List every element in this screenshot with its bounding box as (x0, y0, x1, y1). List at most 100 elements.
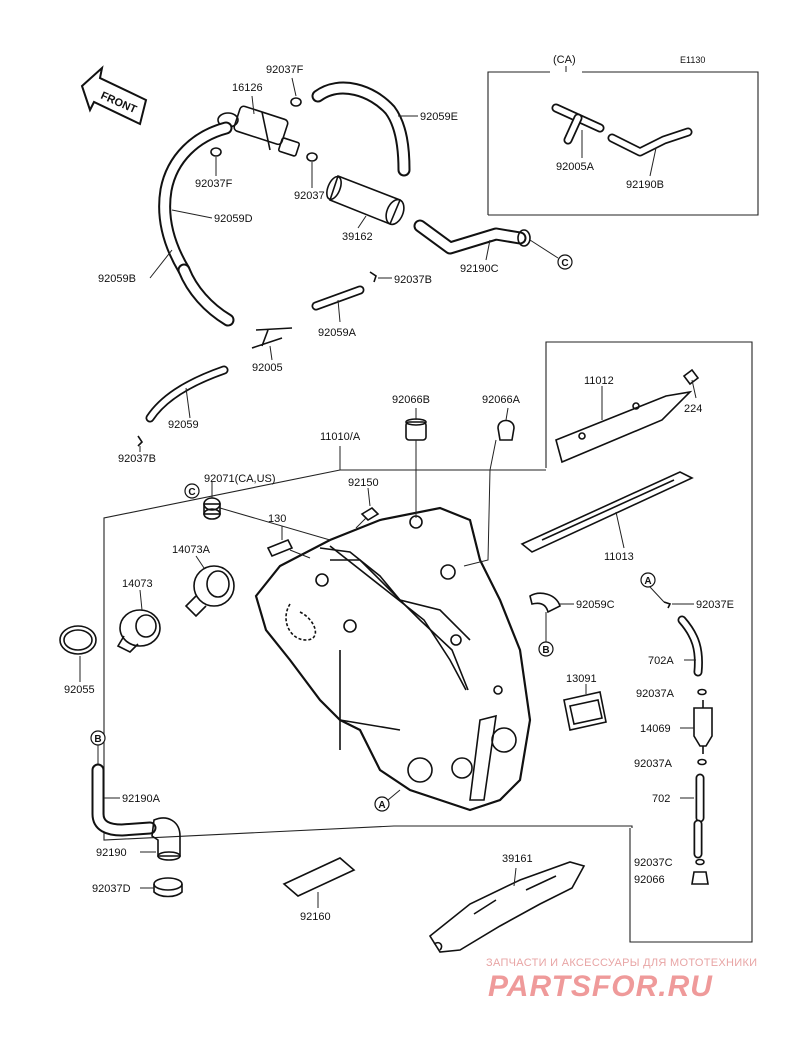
ca-box-title: (CA) (553, 54, 576, 66)
label-224: 224 (684, 403, 702, 415)
elbow-92190 (151, 817, 181, 861)
callout-a-right (640, 572, 656, 588)
label-92005a: 92005A (556, 161, 595, 173)
label-92190c: 92190C (460, 263, 499, 275)
label-92037f-left: 92037F (195, 178, 233, 190)
right-box-frame (545, 341, 753, 943)
label-92066a: 92066A (482, 394, 521, 406)
label-11010a: 11010/A (320, 431, 361, 443)
label-13091: 13091 (566, 673, 597, 685)
label-92071: 92071(CA,US) (204, 473, 276, 485)
guard-39161 (428, 861, 586, 953)
bolt-92150 (360, 506, 380, 522)
gasket-11013 (520, 471, 694, 553)
hose-92059e (311, 81, 411, 177)
hose-702 (693, 773, 705, 859)
clamp-92037d (153, 877, 183, 898)
valve-16126 (217, 105, 301, 157)
svg-text:B: B (542, 645, 549, 656)
t-joint-92005a (551, 103, 605, 145)
crankcase-11010a (254, 506, 532, 812)
label-130: 130 (268, 513, 286, 525)
label-92066: 92066 (634, 874, 665, 886)
hose-92190a (91, 763, 157, 837)
cap-92066a (497, 419, 515, 441)
clip-92037 (306, 152, 318, 162)
label-92190a: 92190A (122, 793, 161, 805)
label-92190b: 92190B (626, 179, 664, 191)
label-92059d: 92059D (214, 213, 253, 225)
hose-92059b (177, 263, 235, 327)
hose-92059 (145, 365, 229, 423)
label-702: 702 (652, 793, 670, 805)
label-92059: 92059 (168, 419, 199, 431)
diagram-code: E1130 (680, 55, 705, 65)
label-11013: 11013 (604, 551, 634, 563)
clip-92037b-left (137, 435, 144, 447)
label-92037b-mid: 92037B (394, 274, 432, 286)
clip-92037e (663, 601, 672, 609)
label-92037c: 92037C (634, 857, 673, 869)
clip-92037c (695, 858, 705, 866)
watermark-brand: PARTSFOR.RU (488, 970, 713, 1003)
label-92037a-1: 92037A (636, 688, 675, 700)
label-92059e: 92059E (420, 111, 458, 123)
label-92150: 92150 (348, 477, 379, 489)
adapter-14073 (116, 609, 161, 653)
label-14069: 14069 (640, 723, 671, 735)
plug-92066 (691, 871, 709, 885)
label-14073a: 14073A (172, 544, 211, 556)
hose-92059d (158, 121, 233, 277)
main-frame (103, 469, 633, 841)
hose-92190b (607, 127, 693, 157)
label-92037e: 92037E (696, 599, 734, 611)
hose-702a (677, 615, 703, 677)
svg-text:A: A (378, 800, 385, 811)
label-92037a-2: 92037A (634, 758, 673, 770)
label-92066b: 92066B (392, 394, 430, 406)
adapter-14073a (184, 565, 235, 618)
oring-92055 (59, 625, 97, 655)
callout-a-main (374, 796, 390, 812)
label-92055: 92055 (64, 684, 95, 696)
clip-92037a-1 (697, 688, 707, 696)
pad-92160 (282, 857, 356, 897)
clip-92037a-2 (697, 758, 707, 766)
label-92005: 92005 (252, 362, 283, 374)
label-14073: 14073 (122, 578, 153, 590)
svg-text:C: C (561, 258, 568, 269)
clip-92037b-mid (369, 271, 377, 283)
label-92037: 92037 (294, 190, 325, 202)
ca-variant-box: (CA) 92005A 92190B (487, 54, 759, 216)
stud-130 (266, 538, 294, 558)
bolt-224 (682, 368, 700, 386)
label-39161: 39161 (502, 853, 533, 865)
label-92160: 92160 (300, 911, 331, 923)
fitting-92071 (203, 497, 221, 520)
label-92037f-top: 92037F (266, 64, 304, 76)
label-92037b-left: 92037B (118, 453, 156, 465)
hose-92190c (413, 219, 531, 255)
hose-92059a (311, 285, 365, 311)
watermark-caption: ЗАПЧАСТИ И АКСЕССУАРЫ ДЛЯ МОТОТЕХНИКИ (486, 957, 757, 969)
label-92037d: 92037D (92, 883, 131, 895)
label-92190: 92190 (96, 847, 127, 859)
label-16126: 16126 (232, 82, 263, 94)
elbow-92059c (529, 592, 561, 614)
callout-c-top (557, 254, 573, 270)
clip-92037f-top (290, 97, 302, 107)
filter-39162 (326, 174, 405, 226)
cap-13091 (563, 691, 607, 731)
callout-b-right (538, 641, 554, 657)
svg-text:C: C (188, 487, 195, 498)
label-92059a: 92059A (318, 327, 357, 339)
label-92059b: 92059B (98, 273, 136, 285)
svg-text:A: A (644, 576, 651, 587)
filter-14069 (693, 700, 713, 754)
plug-92066b (405, 418, 427, 441)
label-11012: 11012 (584, 375, 614, 387)
svg-text:B: B (94, 734, 101, 745)
label-39162: 39162 (342, 231, 373, 243)
cover-11012 (555, 390, 693, 464)
